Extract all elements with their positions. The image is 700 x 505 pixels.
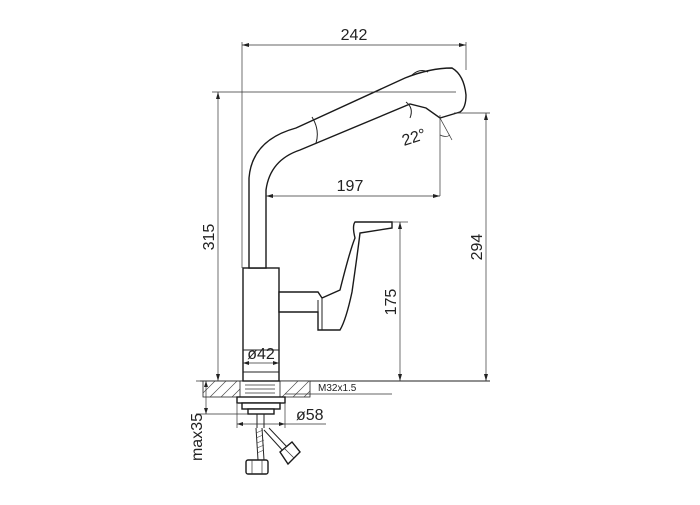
label-mount-diameter: ø58 — [296, 407, 324, 424]
dim-mount-diameter: ø58 — [236, 404, 326, 428]
hose-fitting-right — [279, 441, 301, 466]
mounting-hardware — [236, 396, 286, 428]
label-spout-reach: 197 — [337, 178, 364, 195]
dim-max-thickness: max35 — [189, 380, 248, 461]
label-total-height: 315 — [201, 224, 218, 251]
dim-body-diameter: ø42 — [243, 346, 279, 365]
dim-total-height: 315 — [201, 91, 456, 381]
hose-fitting-left — [245, 459, 269, 475]
label-max-thickness: max35 — [189, 413, 206, 461]
thread-callout: M32x1.5 — [285, 383, 392, 395]
label-overall-width: 242 — [341, 27, 368, 44]
label-spout-angle: 22° — [400, 126, 428, 150]
label-outlet-height: 294 — [469, 234, 486, 261]
hoses — [245, 427, 301, 475]
spout — [248, 67, 467, 269]
dim-spout-reach: 197 — [266, 115, 441, 198]
lever-handle — [278, 221, 393, 331]
dim-overall-width: 242 — [241, 27, 467, 268]
label-body-diameter: ø42 — [247, 346, 275, 363]
dim-outlet-height: 294 — [454, 112, 490, 381]
dim-lever-height: 175 — [383, 221, 408, 381]
label-thread: M32x1.5 — [318, 383, 357, 394]
dim-spout-angle: 22° — [400, 117, 453, 150]
label-lever-height: 175 — [383, 289, 400, 316]
